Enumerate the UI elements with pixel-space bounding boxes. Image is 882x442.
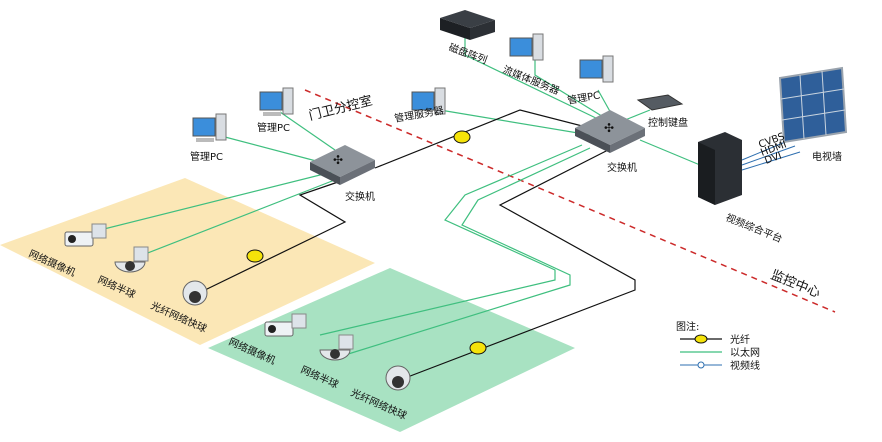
pc-center-icon — [579, 55, 614, 83]
switch-guard-label: 交换机 — [345, 190, 375, 203]
zone-divider-line — [304, 89, 836, 313]
pc-guard-2-label: 管理PC — [257, 121, 290, 134]
legend: 图注: 光纤 以太网 视频线 — [676, 320, 760, 372]
zone2-speeddome-icon — [385, 365, 411, 391]
video-links — [741, 139, 801, 171]
legend-video-label: 视频线 — [730, 359, 760, 372]
keyboard-label: 控制键盘 — [648, 116, 688, 129]
tv-wall-icon — [778, 66, 848, 144]
guard-room-label: 门卫分控室 — [307, 93, 374, 124]
switch-center-label: 交换机 — [607, 161, 637, 174]
zone1-speeddome-icon — [182, 280, 208, 306]
legend-ethernet-label: 以太网 — [730, 346, 760, 359]
disk-array-label: 磁盘阵列 — [447, 41, 489, 67]
legend-fiber-label: 光纤 — [730, 333, 750, 346]
switch-guard-icon: ✣ — [310, 145, 375, 185]
pc-guard-1-icon — [192, 113, 227, 142]
pc-guard-2-icon — [259, 87, 294, 116]
svg-text:✣: ✣ — [333, 153, 343, 167]
switch-center-icon: ✣ — [575, 110, 645, 153]
legend-fiber-icon — [694, 334, 708, 344]
zone1-camera-icon — [64, 223, 107, 247]
zone2-dome-icon — [319, 334, 354, 361]
fiber-connector-icon — [246, 130, 487, 355]
keyboard-icon — [636, 94, 684, 111]
guard-zone-area — [0, 178, 375, 345]
disk-array-icon — [440, 10, 495, 40]
ethernet-links — [91, 32, 701, 356]
video-platform-label: 视频综合平台 — [724, 211, 785, 246]
tv-wall-label: 电视墙 — [812, 150, 842, 163]
fiber-links — [204, 109, 636, 379]
legend-title: 图注: — [676, 320, 699, 333]
center-zone-area — [208, 268, 575, 432]
video-platform-icon — [698, 132, 742, 205]
stream-server-label: 流媒体服务器 — [501, 63, 562, 98]
svg-text:✣: ✣ — [604, 121, 614, 135]
zone2-camera-icon — [264, 313, 307, 337]
mgmt-server-icon — [411, 87, 446, 115]
pc-center-label: 管理PC — [566, 88, 601, 107]
legend-video-icon — [697, 361, 705, 369]
pc-guard-1-label: 管理PC — [190, 150, 223, 163]
zone1-dome-icon — [114, 246, 149, 273]
stream-server-icon — [509, 33, 544, 61]
